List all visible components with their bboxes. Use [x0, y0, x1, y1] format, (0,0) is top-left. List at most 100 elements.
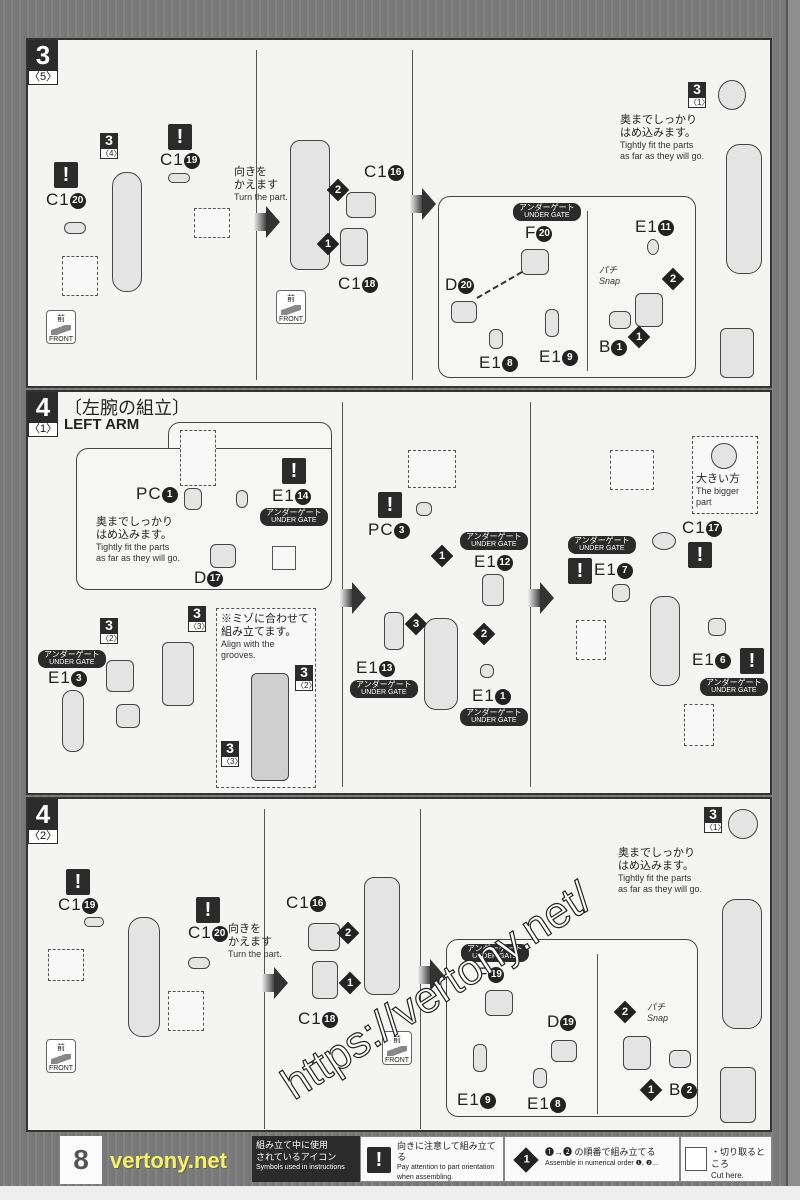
- detail-box: [168, 991, 204, 1031]
- shoulder-part: [116, 704, 140, 728]
- part-e1-9: [545, 309, 559, 337]
- next-arrow-icon: [528, 582, 554, 614]
- next-arrow-icon: [262, 967, 288, 999]
- warning-icon: !: [196, 897, 220, 923]
- warning-icon: !: [54, 162, 78, 188]
- divider: [264, 809, 265, 1129]
- ref-step-3-3: 3〈3〉: [221, 740, 243, 767]
- site-logo: vertony.net: [110, 1148, 227, 1173]
- divider: [587, 211, 588, 371]
- step-badge: 4 〈1〉: [28, 392, 58, 437]
- detail-box: [180, 430, 216, 486]
- detail-box: [610, 450, 654, 490]
- step-badge: 4 〈2〉: [28, 799, 58, 844]
- detail-box: [576, 620, 606, 660]
- next-arrow-icon: [418, 959, 444, 991]
- part-c1-16: [346, 192, 376, 218]
- ref-step-3-2: 3〈2〉: [100, 617, 122, 644]
- part-e1-12: [482, 574, 504, 606]
- part-e1-9: [473, 1044, 487, 1072]
- part-e1-3: [62, 690, 84, 752]
- page-bottom: [0, 1186, 800, 1200]
- warning-icon: !: [688, 542, 712, 568]
- detail-box: [684, 704, 714, 746]
- order-icon: 1: [513, 1147, 539, 1173]
- hand-assembled: [720, 328, 754, 378]
- order-2-icon: 2: [336, 921, 360, 945]
- detail-box: [194, 208, 230, 238]
- forearm-assembled: [722, 899, 762, 1029]
- next-arrow-icon: [340, 582, 366, 614]
- forearm-part: [364, 877, 400, 995]
- forearm-assembled: [726, 144, 762, 274]
- part-e1-8: [489, 329, 503, 349]
- upper-arm-part: [424, 618, 458, 710]
- warning-icon: !: [168, 124, 192, 150]
- detail-box: [408, 450, 456, 488]
- warning-icon: !: [740, 648, 764, 674]
- ref-step-3-4: 3 〈4〉: [100, 132, 122, 159]
- part-c1-18: [312, 961, 338, 999]
- forearm-part: [128, 917, 160, 1037]
- part-pc3: [416, 502, 432, 516]
- order-1-icon: 1: [430, 544, 454, 568]
- grooved-shoulder: [251, 673, 289, 781]
- part-pc1: [184, 488, 202, 510]
- detail-box: [48, 949, 84, 981]
- part-e1-1: [480, 664, 494, 678]
- legend-cut-text: ・切り取るところ Cut here.: [711, 1147, 766, 1180]
- ref-step-3-2: 3〈2〉: [295, 664, 317, 691]
- part-d20: [451, 301, 477, 323]
- shoulder-frame: [162, 642, 194, 706]
- page-number: 8: [60, 1136, 102, 1184]
- hand-part: [623, 1036, 651, 1070]
- part-c1-17: [652, 532, 676, 550]
- part-f19: [485, 990, 513, 1016]
- hand-part: [635, 293, 663, 327]
- warning-icon: !: [66, 869, 90, 895]
- part-f20: [521, 249, 549, 275]
- part-e1-7: [612, 584, 630, 602]
- warning-icon: !: [568, 558, 592, 584]
- warning-icon: !: [367, 1147, 391, 1173]
- part-c1-16: [308, 923, 340, 951]
- section-title-jp: 〔左腕の組立〕: [64, 398, 190, 418]
- section-title-en: LEFT ARM: [64, 416, 144, 433]
- part-d19: [551, 1040, 577, 1062]
- part-c1-19: [84, 917, 104, 927]
- detail-box: [62, 256, 98, 296]
- cut-here-icon: [272, 546, 296, 570]
- elbow-joint-part: [728, 809, 758, 839]
- warning-icon: !: [282, 458, 306, 484]
- order-1-icon: 1: [338, 971, 362, 995]
- divider: [412, 50, 413, 380]
